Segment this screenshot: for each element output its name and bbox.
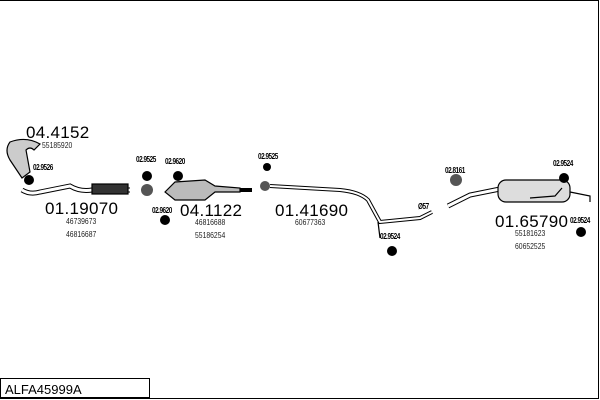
rubber-mounts xyxy=(24,163,586,256)
part-number: 01.41690 xyxy=(275,201,349,220)
oem-number: 55181623 xyxy=(515,229,546,238)
pipe-hanger xyxy=(377,221,381,239)
mount-icon xyxy=(173,171,183,181)
front-pipe-inner xyxy=(21,184,130,195)
clamp-number: 02.9526 xyxy=(33,163,53,172)
clamp-number: 02.9524 xyxy=(570,216,590,225)
pipe-diameter: Ø57 xyxy=(418,202,429,211)
tailpipe xyxy=(569,191,591,202)
clamp-number: 02.9524 xyxy=(380,232,400,241)
muffler-bracket xyxy=(529,187,563,199)
mount-icon xyxy=(263,163,271,171)
clamp-number: 02.9525 xyxy=(258,152,278,161)
mount-icon xyxy=(142,171,152,181)
mount-icon xyxy=(559,173,569,183)
clamp-number: 02.8161 xyxy=(445,166,465,175)
clamp-number: 02.9620 xyxy=(165,157,185,166)
part-number: 01.19070 xyxy=(45,199,119,218)
clamp-number: 02.9620 xyxy=(152,206,172,215)
oem-number: 55185920 xyxy=(42,141,73,150)
flange-icon xyxy=(260,181,270,191)
oem-number: 60652525 xyxy=(515,242,546,251)
hanger-icon xyxy=(450,174,462,186)
clamp-icon xyxy=(24,175,34,185)
manifold-catalyst xyxy=(6,138,41,179)
rear-pipe-inner xyxy=(447,186,506,208)
mount-icon xyxy=(576,227,586,237)
part-number: 01.65790 xyxy=(495,212,569,231)
oem-number: 46816688 xyxy=(195,218,226,227)
oem-number: 60677363 xyxy=(295,218,326,227)
middle-pipe-inner xyxy=(269,185,433,224)
mount-icon xyxy=(160,215,170,225)
part-number: 04.4152 xyxy=(26,123,90,142)
reference-code: ALFA45999A xyxy=(0,378,150,398)
catalytic-converter xyxy=(164,179,241,201)
oem-number: 55186254 xyxy=(195,231,226,240)
flange-icon xyxy=(141,184,153,196)
flex-section xyxy=(91,183,129,195)
mount-icon xyxy=(387,246,397,256)
clamp-number: 02.9524 xyxy=(553,159,573,168)
oem-number: 46739673 xyxy=(66,217,97,226)
oem-number: 46816687 xyxy=(66,230,97,239)
part-number: 04.1122 xyxy=(180,201,243,220)
clamp-number: 02.9525 xyxy=(136,155,156,164)
